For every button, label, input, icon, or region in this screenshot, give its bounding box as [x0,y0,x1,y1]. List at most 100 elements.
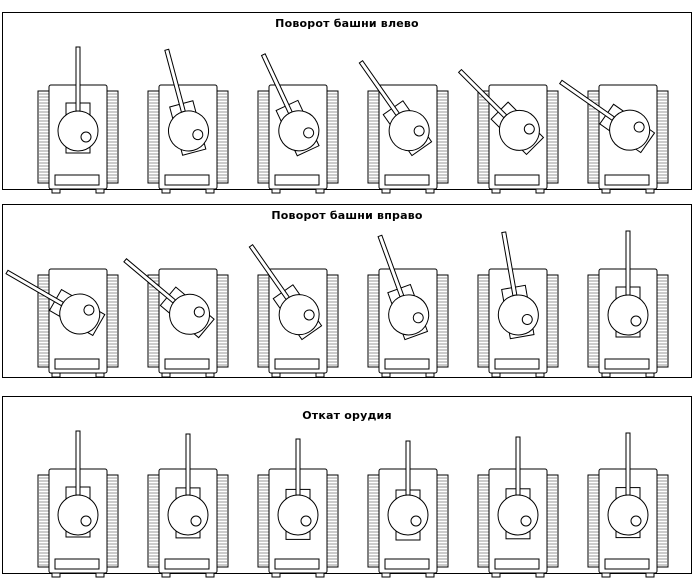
exhaust [205,572,215,578]
engine-deck [164,558,210,570]
turret [277,438,319,540]
panel-title: Откат орудия [302,409,392,422]
tank-sprite [248,243,339,378]
exhaust [51,188,61,194]
engine-deck [274,174,320,186]
tank-frames-row [37,430,669,578]
exhaust [425,372,435,378]
turret-dome [57,110,99,152]
engine-deck [494,174,540,186]
engine-deck [54,558,100,570]
right-track [104,274,119,368]
turret [5,269,106,337]
exhaust [381,188,391,194]
tank-sprite [558,79,669,194]
turret [167,433,209,539]
exhaust [645,372,655,378]
engine-deck [54,358,100,370]
left-track [367,474,382,568]
commander-hatch [80,131,92,143]
engine-deck [274,358,320,370]
turret [558,79,656,154]
panel-title: Поворот башни вправо [271,209,423,222]
exhaust [271,188,281,194]
tank-frames-row [37,46,669,194]
exhaust [601,188,611,194]
commander-hatch [521,313,533,325]
exhaust [95,188,105,194]
right-track [324,90,339,184]
turret [387,440,429,541]
turret [123,258,215,339]
turret-dome [167,494,209,536]
exhaust [205,188,215,194]
engine-deck [494,558,540,570]
gun-barrel [515,436,521,496]
tank-sprite [37,430,119,578]
left-track [37,90,52,184]
engine-deck [494,358,540,370]
exhaust [161,188,171,194]
commander-hatch [630,515,642,527]
engine-deck [384,558,430,570]
tank-sprite [477,436,559,578]
turret [607,432,649,539]
commander-hatch [83,304,95,316]
turret-dome [607,494,649,536]
left-track [587,474,602,568]
turret [377,234,430,341]
commander-hatch [523,123,535,135]
commander-hatch [633,121,645,133]
left-track [257,474,272,568]
commander-hatch [80,515,92,527]
exhaust [161,572,171,578]
left-track [367,90,382,184]
left-track [147,474,162,568]
right-track [324,474,339,568]
right-track [324,274,339,368]
gun-barrel [625,230,631,296]
panel-gun-recoil: Откат орудия [2,396,692,578]
turret-dome [277,494,319,536]
left-track [587,274,602,368]
turret-dome [278,294,320,336]
panel-turret-left: Поворот башни влево [2,12,692,194]
exhaust [315,572,325,578]
turret [358,59,433,157]
commander-hatch [303,309,315,321]
tank-sprite [477,231,559,378]
exhaust [535,188,545,194]
tank-sprite [5,268,119,378]
right-track [214,474,229,568]
turret-dome [59,293,101,335]
turret-dome [607,294,649,336]
turret-dome [278,110,320,152]
turret [457,68,545,156]
turret-dome [609,109,651,151]
tank-sprite [257,53,339,194]
exhaust [491,188,501,194]
gun-barrel [405,440,411,496]
gun-barrel [185,433,191,496]
panel-title: Поворот башни влево [275,17,419,30]
tank-sprite [587,230,669,378]
turret [248,243,323,341]
panel-turret-right: Поворот башни вправо [2,204,692,378]
exhaust [95,372,105,378]
exhaust [645,188,655,194]
right-track [654,90,669,184]
turret [497,436,539,540]
engine-deck [604,174,650,186]
exhaust [425,188,435,194]
turret-dome [169,293,211,335]
tank-sprite [367,440,449,578]
tank-sprite [587,432,669,578]
tank-sprite [147,48,229,194]
commander-hatch [412,312,424,324]
exhaust [381,572,391,578]
turret-dome [497,294,539,336]
right-track [544,274,559,368]
left-track [477,274,492,368]
commander-hatch [190,515,202,527]
tank-sprite [358,59,449,194]
